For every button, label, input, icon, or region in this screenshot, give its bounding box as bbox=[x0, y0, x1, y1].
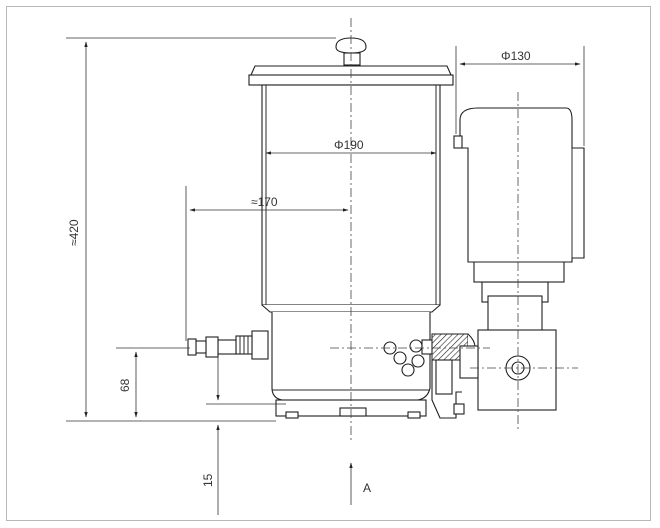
outlet-fitting bbox=[187, 330, 269, 360]
dim-outlet-height-label: 68 bbox=[118, 378, 132, 392]
dim-reach-label: ≈170 bbox=[251, 195, 278, 209]
dim-height-total bbox=[66, 37, 336, 422]
gear-housing bbox=[459, 281, 557, 411]
dim-foot-offset-label: 15 bbox=[201, 473, 215, 487]
lid-knob bbox=[335, 37, 367, 66]
view-arrow-label: A bbox=[363, 481, 371, 495]
dim-motor-diameter-label: Φ130 bbox=[501, 49, 531, 63]
dim-reach bbox=[185, 186, 349, 341]
dim-motor-diameter bbox=[455, 46, 585, 146]
dim-reservoir-diameter-label: Φ190 bbox=[334, 138, 364, 152]
dim-height-total-label: ≈420 bbox=[67, 219, 81, 246]
dim-foot-offset bbox=[206, 356, 286, 515]
motor bbox=[453, 107, 585, 283]
dim-outlet-height bbox=[116, 347, 190, 418]
center-lines bbox=[330, 18, 578, 440]
